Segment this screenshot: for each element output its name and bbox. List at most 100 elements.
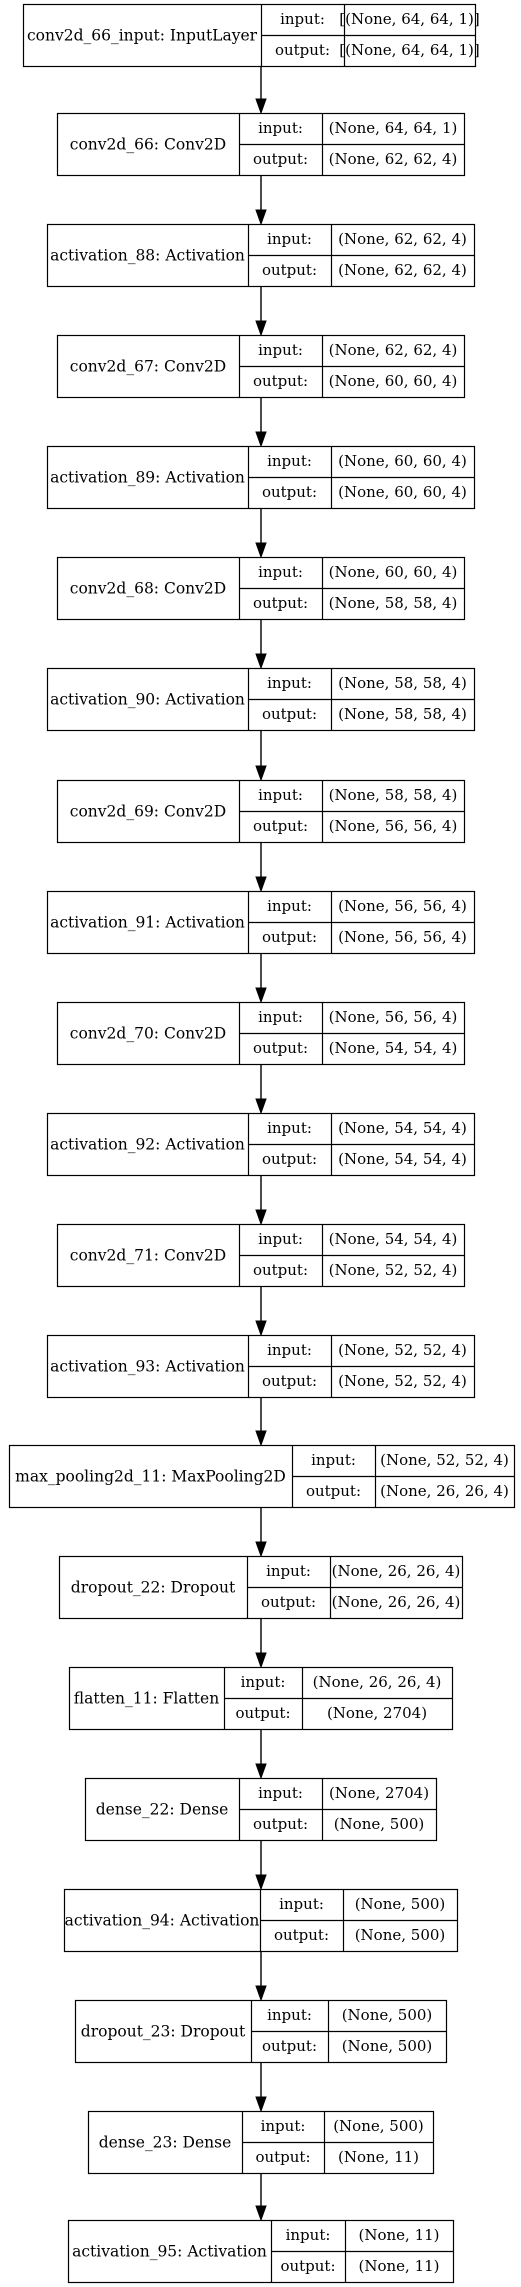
output-label: output: [275, 41, 330, 59]
input-label: input: [266, 1562, 311, 1580]
input-shape: (None, 52, 52, 4) [380, 1451, 509, 1469]
connector-arrow [255, 1508, 267, 1558]
input-label: input: [258, 563, 303, 581]
input-label: input: [261, 2117, 306, 2135]
input-shape: (None, 500) [333, 2117, 424, 2135]
layer-name: activation_89: Activation [50, 469, 245, 487]
input-shape: (None, 26, 26, 4) [313, 1673, 442, 1691]
output-label: output: [253, 1039, 308, 1057]
output-label: output: [262, 483, 317, 501]
output-label: output: [262, 1372, 317, 1390]
layer-name: activation_90: Activation [50, 691, 245, 709]
output-shape: (None, 56, 56, 4) [338, 928, 467, 946]
input-shape: (None, 2704) [329, 1784, 429, 1802]
input-label: input: [286, 2226, 331, 2244]
input-shape: (None, 60, 60, 4) [329, 563, 458, 581]
connector-arrow [255, 954, 267, 1004]
input-label: input: [280, 10, 325, 28]
layer-name: flatten_11: Flatten [74, 1690, 219, 1708]
connector-arrow [255, 731, 267, 782]
connector-arrow [255, 2063, 267, 2113]
layer-node: dropout_23: Dropout input: output: (None, 5… [74, 1999, 448, 2064]
output-shape: [(None, 64, 64, 1)] [339, 41, 479, 59]
input-shape: (None, 60, 60, 4) [338, 452, 467, 470]
input-shape: (None, 500) [355, 1895, 446, 1913]
output-shape: (None, 58, 58, 4) [329, 594, 458, 612]
output-shape: (None, 11) [338, 2148, 419, 2166]
input-shape: [(None, 64, 64, 1)] [339, 10, 479, 28]
input-shape: (None, 56, 56, 4) [329, 1008, 458, 1026]
layer-name: conv2d_69: Conv2D [70, 803, 226, 821]
connector-arrow [255, 1065, 267, 1115]
layer-name: conv2d_68: Conv2D [70, 580, 226, 598]
input-label: input: [267, 674, 312, 692]
output-shape: (None, 500) [342, 2037, 433, 2055]
input-shape: (None, 56, 56, 4) [338, 897, 467, 915]
layer-name: activation_95: Activation [72, 2243, 267, 2261]
layer-name: activation_91: Activation [50, 914, 245, 932]
connector-arrow [255, 843, 267, 893]
output-label: output: [306, 1482, 361, 1500]
input-shape: (None, 52, 52, 4) [338, 1341, 467, 1359]
output-shape: (None, 11) [358, 2257, 439, 2275]
input-shape: (None, 54, 54, 4) [338, 1119, 467, 1137]
output-shape: (None, 56, 56, 4) [329, 817, 458, 835]
layer-node: activation_95: Activation input: output: (N… [67, 2219, 455, 2284]
layer-name: conv2d_67: Conv2D [70, 358, 226, 376]
input-label: input: [279, 1895, 324, 1913]
layer-name: max_pooling2d_11: MaxPooling2D [15, 1468, 286, 1486]
connector-arrow [255, 176, 267, 226]
input-label: input: [267, 1119, 312, 1137]
input-label: input: [267, 2006, 312, 2024]
output-label: output: [274, 1926, 329, 1944]
output-shape: (None, 500) [355, 1926, 446, 1944]
output-label: output: [253, 1261, 308, 1279]
input-shape: (None, 26, 26, 4) [332, 1562, 461, 1580]
layer-node: activation_88: Activationinput:output:(N… [46, 223, 476, 288]
layer-name: activation_88: Activation [50, 247, 245, 265]
layer-node: max_pooling2d_11: MaxPooling2Dinput:outp… [8, 1444, 516, 1509]
output-shape: (None, 54, 54, 4) [338, 1150, 467, 1168]
input-shape: (None, 58, 58, 4) [338, 674, 467, 692]
output-shape: (None, 58, 58, 4) [338, 705, 467, 723]
output-shape: (None, 26, 26, 4) [332, 1593, 461, 1611]
input-label: input: [241, 1673, 286, 1691]
output-shape: (None, 2704) [327, 1704, 427, 1722]
output-label: output: [262, 2037, 317, 2055]
connector-arrow [255, 2174, 267, 2222]
output-label: output: [280, 2257, 335, 2275]
connector-arrow [255, 509, 267, 559]
connector-arrow [255, 398, 267, 448]
connector-arrow [255, 1619, 267, 1669]
output-label: output: [253, 372, 308, 390]
input-shape: (None, 62, 62, 4) [338, 230, 467, 248]
layer-name: activation_92: Activation [50, 1136, 245, 1154]
input-label: input: [258, 341, 303, 359]
input-shape: (None, 500) [342, 2006, 433, 2024]
input-label: input: [267, 452, 312, 470]
output-shape: (None, 500) [334, 1815, 425, 1833]
output-label: output: [255, 2148, 310, 2166]
layer-name: conv2d_71: Conv2D [70, 1247, 226, 1265]
layer-node: activation_89: Activation input: output: (N… [46, 445, 476, 510]
input-shape: (None, 62, 62, 4) [329, 341, 458, 359]
output-label: output: [253, 1815, 308, 1833]
output-shape: (None, 54, 54, 4) [329, 1039, 458, 1057]
input-shape: (None, 58, 58, 4) [329, 786, 458, 804]
layer-name: dropout_23: Dropout [81, 2023, 246, 2041]
output-label: output: [253, 150, 308, 168]
output-label: output: [262, 705, 317, 723]
layer-name: activation_94: Activation [65, 1912, 260, 1930]
layer-name: conv2d_66: Conv2D [70, 136, 226, 154]
layer-node: activation_91: Activationinput:output:(N… [46, 890, 476, 955]
connector-arrow [255, 1841, 267, 1891]
layer-node: activation_90: Activation input: output: (N… [46, 667, 476, 732]
output-shape: (None, 52, 52, 4) [329, 1261, 458, 1279]
input-label: input: [258, 1784, 303, 1802]
